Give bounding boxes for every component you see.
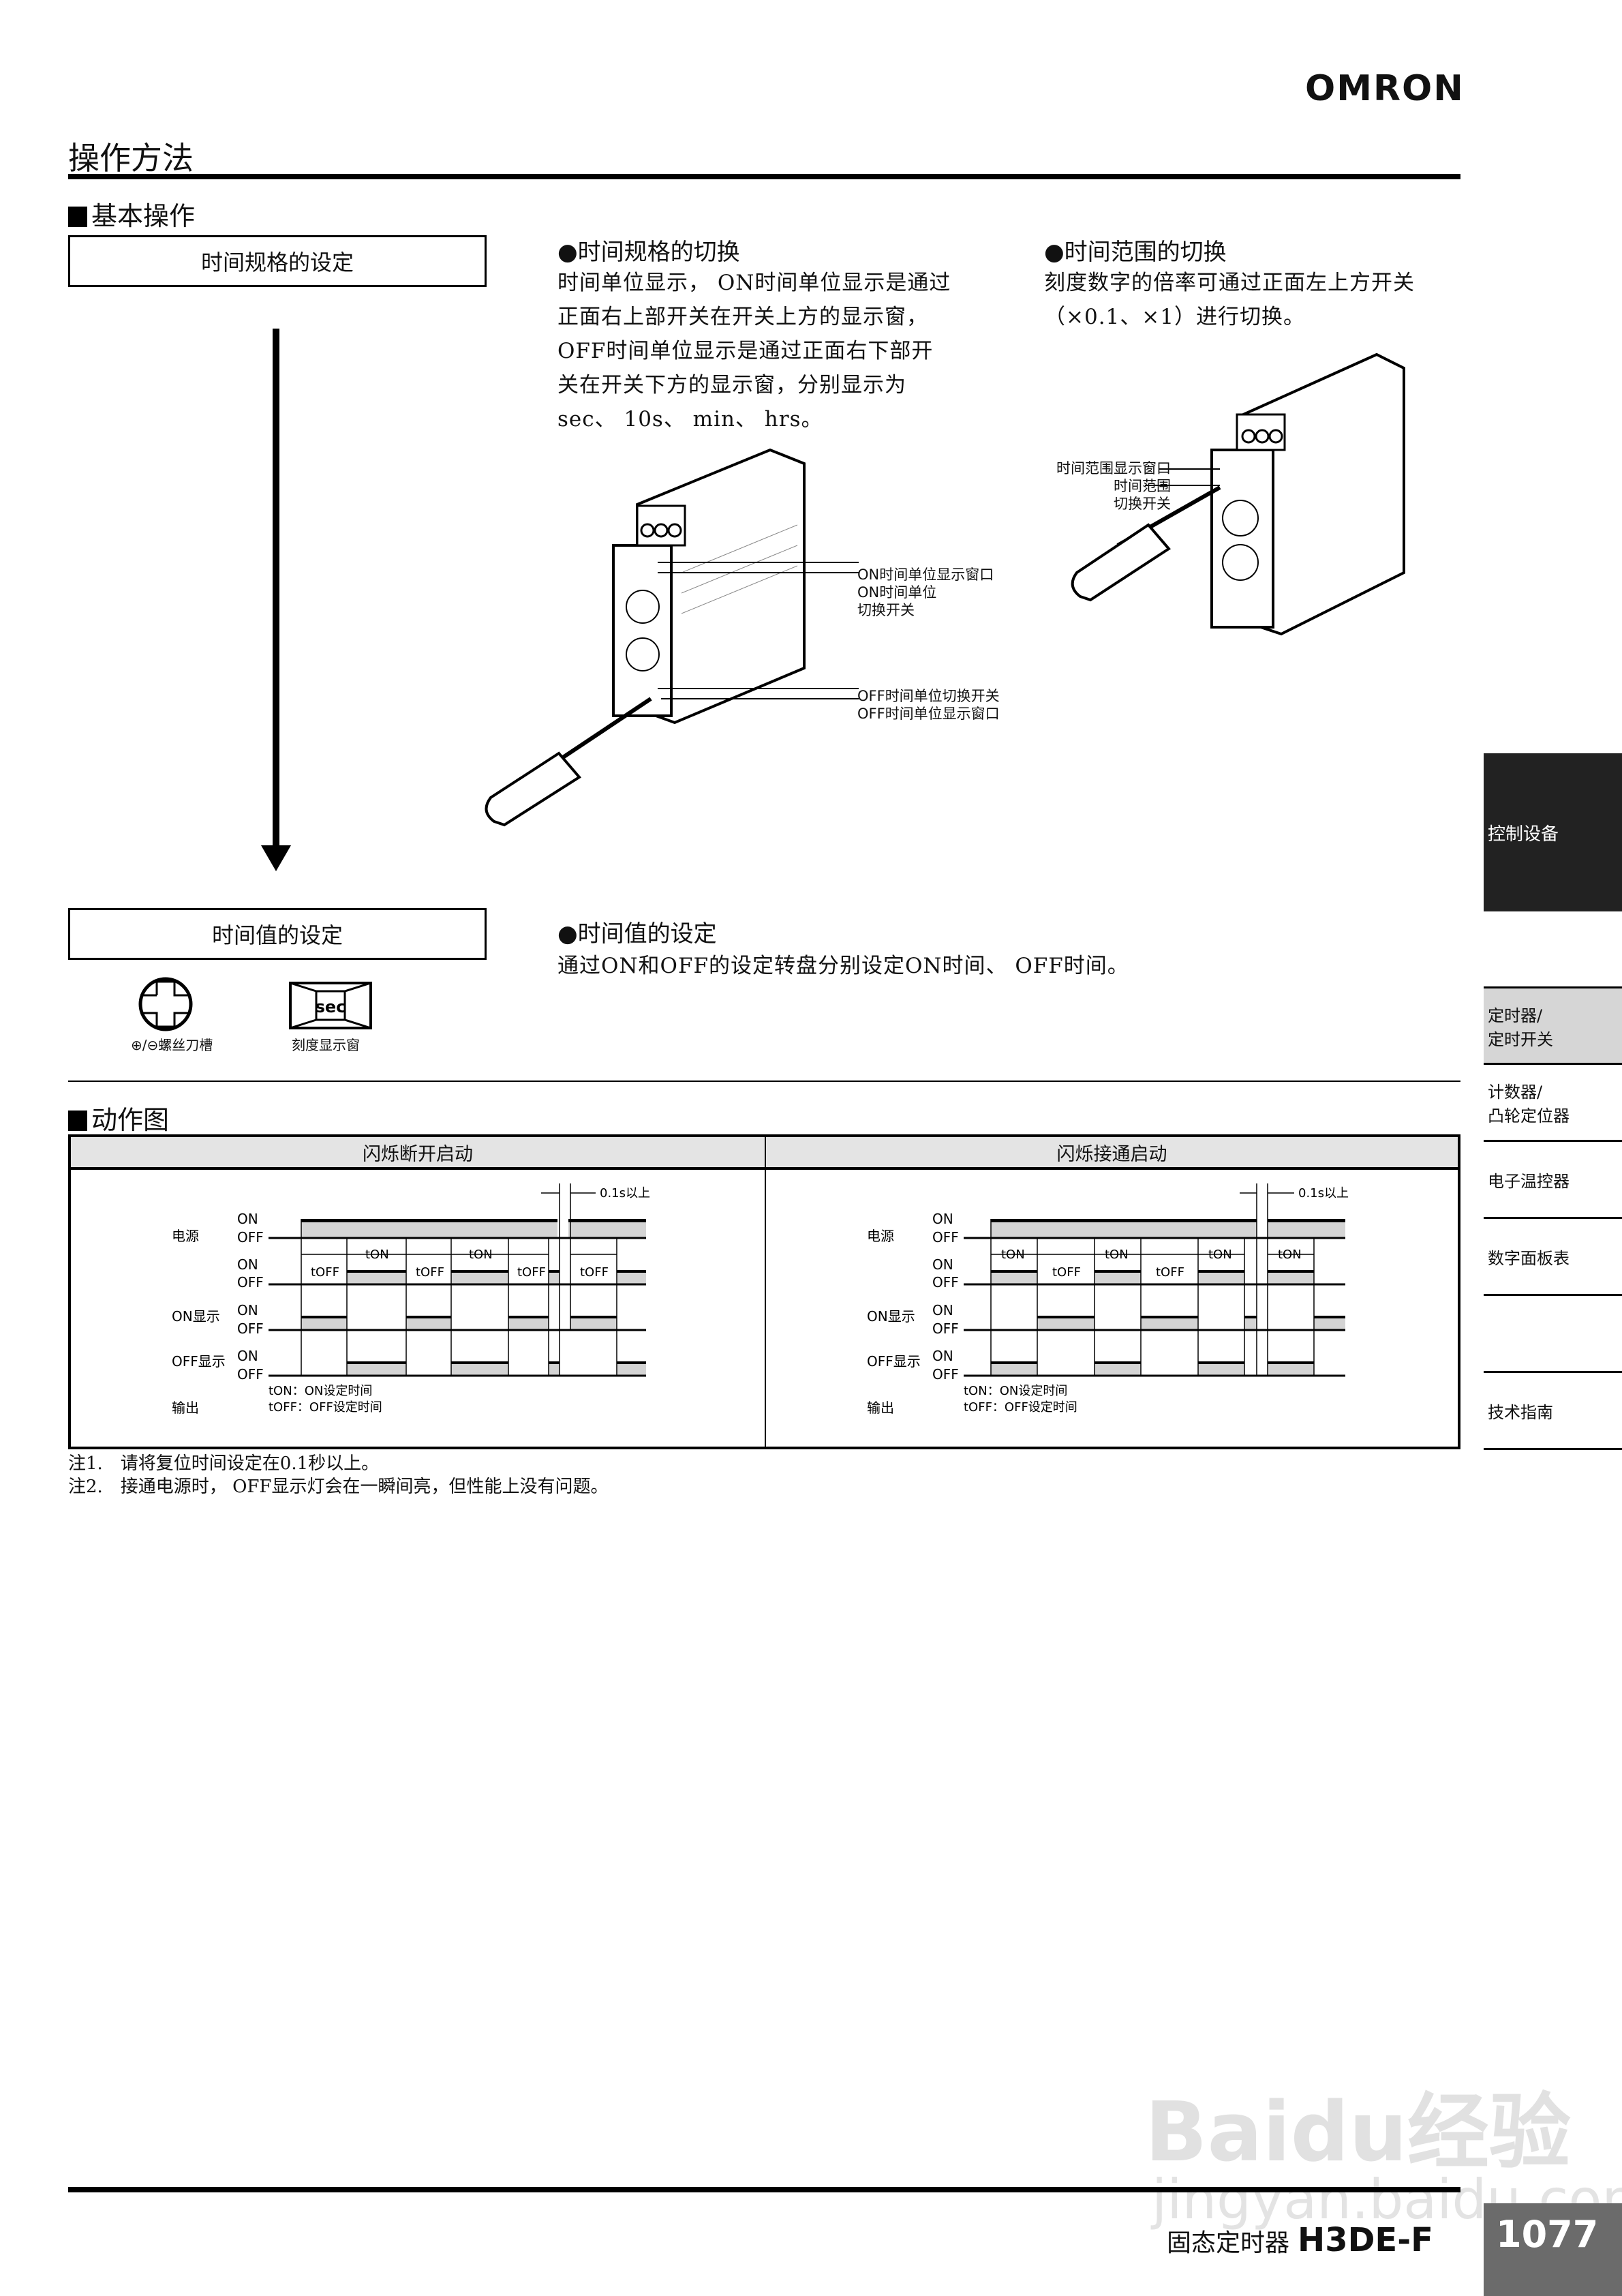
section-heading: 基本操作 [91,201,196,231]
section-basic-operation: 基本操作 [68,195,195,232]
svg-text:tON: tON [1105,1248,1129,1262]
sidebar-item-blank [1484,1296,1622,1373]
svg-text:OFF: OFF [237,1274,264,1290]
panel-title-flicker-on-start: 闪烁接通启动 [766,1137,1458,1170]
svg-text:OFF: OFF [932,1366,959,1383]
page-number: 1077 [1484,2203,1622,2296]
screw-slot-caption: ⊕/⊖螺丝刀槽 [131,1037,213,1053]
square-bullet-icon [68,1111,87,1131]
svg-text:tOFF：OFF设定时间: tOFF：OFF设定时间 [269,1400,382,1415]
scale-window-icon: sec [289,982,372,1029]
svg-text:电源: 电源 [867,1228,894,1244]
svg-text:tON: tON [1208,1248,1232,1262]
title-rule [68,174,1460,179]
svg-text:tOFF: tOFF [580,1265,609,1280]
svg-text:OFF显示: OFF显示 [867,1353,921,1370]
svg-text:电源: 电源 [172,1228,199,1244]
square-bullet-icon [68,207,87,227]
product-type: 固态定时器 [1167,2229,1290,2257]
sidebar-item-counters[interactable]: 计数器/ 凸轮定位器 [1484,1065,1622,1142]
time-value-setting-heading: ●时间值的设定 [557,920,717,948]
svg-text:tOFF: tOFF [1052,1265,1081,1280]
svg-text:ON显示: ON显示 [172,1308,220,1325]
timer-device-illustration-2 [1036,341,1458,654]
svg-text:OFF: OFF [932,1229,959,1245]
svg-text:OFF: OFF [237,1320,264,1337]
svg-text:输出: 输出 [172,1400,199,1416]
callout-list-1: ON时间单位显示窗口 ON时间单位 切换开关 [857,567,994,618]
sidebar-item-temp-controllers[interactable]: 电子温控器 [1484,1142,1622,1219]
section-timing-chart: 动作图 [68,1099,169,1136]
svg-text:0.1s以上: 0.1s以上 [1298,1186,1349,1200]
svg-text:tOFF: tOFF [517,1265,546,1280]
notes: 注1. 请将复位时间设定在0.1秒以上。 注2. 接通电源时， OFF显示灯会在… [68,1452,608,1498]
panel-title-flicker-off-start: 闪烁断开启动 [71,1137,765,1170]
scale-window-caption: 刻度显示窗 [292,1037,360,1053]
svg-text:输出: 输出 [867,1400,894,1416]
time-value-setting-text: 通过ON和OFF的设定转盘分别设定ON时间、 OFF时间。 [557,954,1129,978]
footer-product: 固态定时器 H3DE-F [1167,2221,1433,2259]
svg-text:tOFF: tOFF [1156,1265,1184,1280]
svg-text:ON: ON [932,1348,953,1364]
svg-text:ON: ON [237,1348,258,1364]
screw-slot-icon [138,976,194,1032]
note-2: 注2. 接通电源时， OFF显示灯会在一瞬间亮，但性能上没有问题。 [68,1477,609,1497]
svg-text:ON: ON [932,1302,953,1318]
note-1: 注1. 请将复位时间设定在0.1秒以上。 [68,1453,380,1474]
model-name: H3DE-F [1298,2221,1433,2259]
svg-text:tON: tON [469,1248,493,1262]
time-range-switch-text: 刻度数字的倍率可通过正面左上方开关 （×0.1、×1）进行切换。 [1044,271,1415,329]
flow-arrow-line [273,329,279,854]
svg-text:tON: tON [1278,1248,1302,1262]
time-spec-switch-text: 时间单位显示， ON时间单位显示是通过 正面右上部开关在开关上方的显示窗， OF… [557,271,951,432]
down-arrow-icon [261,845,291,871]
svg-text:OFF: OFF [237,1229,264,1245]
svg-text:OFF: OFF [237,1366,264,1383]
step-time-value-box: 时间值的设定 [68,908,487,960]
page-title: 操作方法 [68,140,194,177]
svg-text:0.1s以上: 0.1s以上 [600,1186,650,1200]
time-range-switch-heading: ●时间范围的切换 [1044,239,1227,266]
svg-text:ON: ON [932,1211,953,1227]
svg-text:ON显示: ON显示 [867,1308,915,1325]
svg-text:tON：ON设定时间: tON：ON设定时间 [964,1384,1067,1398]
footer-rule [68,2187,1460,2192]
svg-text:tOFF：OFF设定时间: tOFF：OFF设定时间 [964,1400,1077,1415]
callout-list-3: 时间范围显示窗口 时间范围 切换开关 [1056,460,1171,512]
sidebar-item-timers[interactable]: 定时器/ 定时开关 [1484,986,1622,1065]
section-heading: 动作图 [91,1105,170,1135]
timer-device-illustration-1 [477,443,859,839]
svg-text:OFF: OFF [932,1320,959,1337]
svg-text:tON: tON [365,1248,389,1262]
step-time-spec-box: 时间规格的设定 [68,235,487,287]
sidebar-item-panel-meters[interactable]: 数字面板表 [1484,1219,1622,1296]
section-divider [68,1081,1460,1082]
svg-text:sec: sec [316,997,346,1016]
svg-text:ON: ON [237,1302,258,1318]
svg-text:OFF: OFF [932,1274,959,1290]
svg-text:ON: ON [932,1256,953,1273]
svg-text:tOFF: tOFF [311,1265,339,1280]
svg-text:tON: tON [1001,1248,1025,1262]
omron-logo: OMRON [1305,68,1465,109]
svg-text:tOFF: tOFF [416,1265,444,1280]
panel-divider [765,1137,766,1447]
callout-list-2: OFF时间单位切换开关 OFF时间单位显示窗口 [857,688,1000,722]
svg-text:OFF显示: OFF显示 [172,1353,226,1370]
svg-text:tON：ON设定时间: tON：ON设定时间 [269,1384,372,1398]
sidebar-item-tech-guide[interactable]: 技术指南 [1484,1373,1622,1450]
svg-text:ON: ON [237,1256,258,1273]
svg-text:ON: ON [237,1211,258,1227]
time-spec-switch-heading: ●时间规格的切换 [557,239,740,266]
watermark-logo: Baidu经验 [1145,2085,1571,2180]
sidebar-category: 控制设备 [1484,753,1622,911]
